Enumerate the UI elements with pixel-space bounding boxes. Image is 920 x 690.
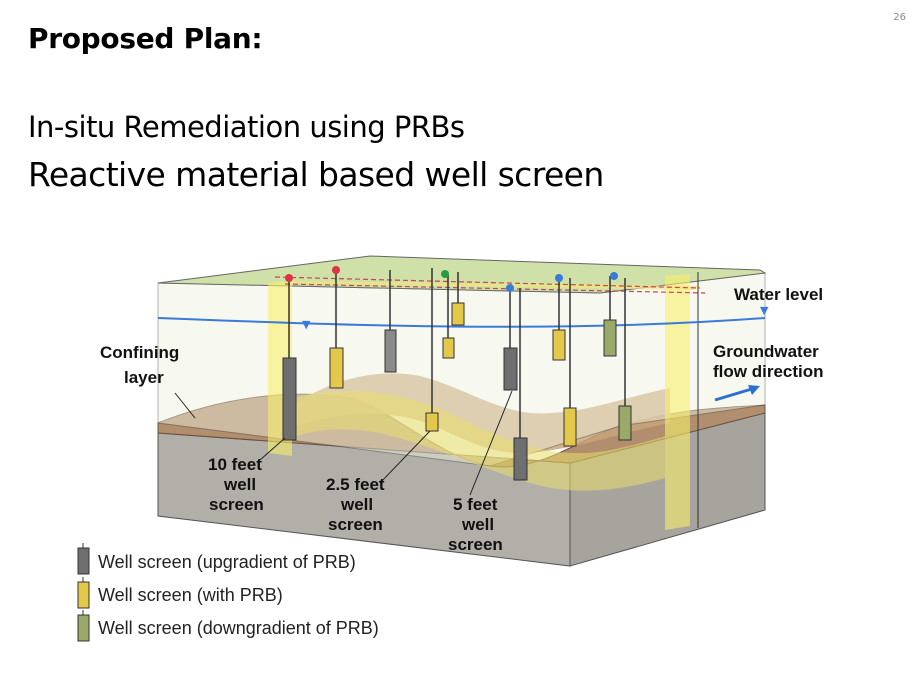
well-prb-3 bbox=[442, 274, 455, 359]
ground-surface bbox=[157, 255, 767, 294]
svg-text:Well screen (with PRB): Well screen (with PRB) bbox=[98, 585, 283, 605]
slide-title: Proposed Plan: bbox=[28, 22, 263, 55]
prb-plume bbox=[292, 390, 665, 491]
slide-subtitle-1: In-situ Remediation using PRBs bbox=[28, 110, 465, 144]
label-twofive-feet-3: screen bbox=[328, 515, 383, 534]
label-ten-feet-1: 10 feet bbox=[208, 455, 262, 474]
label-five-feet-1: 5 feet bbox=[453, 495, 498, 514]
well-downgradient-2 bbox=[618, 278, 632, 441]
well-downgradient-1 bbox=[603, 272, 618, 357]
slide-number: 26 bbox=[893, 12, 906, 23]
label-groundwater-2: flow direction bbox=[713, 362, 824, 381]
svg-text:▼: ▼ bbox=[760, 304, 769, 317]
well-upgradient-2 bbox=[384, 270, 397, 373]
svg-text:▼: ▼ bbox=[302, 318, 311, 331]
well-prb-2 bbox=[425, 268, 439, 432]
legend-item-with-prb: Well screen (with PRB) bbox=[77, 577, 283, 609]
label-twofive-feet-2: well bbox=[340, 495, 373, 514]
legend-item-upgradient: Well screen (upgradient of PRB) bbox=[77, 543, 356, 575]
label-water-level: Water level bbox=[734, 285, 823, 304]
label-groundwater-1: Groundwater bbox=[713, 342, 819, 361]
well-prb-6 bbox=[563, 278, 577, 447]
svg-text:Well screen (downgradient of P: Well screen (downgradient of PRB) bbox=[98, 618, 379, 638]
well-prb-5 bbox=[552, 274, 566, 361]
water-level-line bbox=[157, 317, 766, 328]
slide-subtitle-2: Reactive material based well screen bbox=[28, 155, 604, 194]
label-confining-1: Confining bbox=[100, 343, 179, 362]
legend: Well screen (upgradient of PRB) Well scr… bbox=[77, 543, 379, 642]
well-upgradient-4 bbox=[513, 288, 528, 481]
legend-item-downgradient: Well screen (downgradient of PRB) bbox=[77, 610, 379, 642]
label-confining-2: layer bbox=[124, 368, 164, 387]
prb-well-diagram: ▼ ▼ bbox=[77, 255, 824, 642]
well-prb-1 bbox=[329, 266, 344, 389]
label-five-feet-2: well bbox=[461, 515, 494, 534]
label-five-feet-3: screen bbox=[448, 535, 503, 554]
prb-top-strip bbox=[268, 281, 700, 290]
prb-wall-right bbox=[665, 274, 690, 530]
label-ten-feet-3: screen bbox=[209, 495, 264, 514]
svg-text:Well screen (upgradient of PRB: Well screen (upgradient of PRB) bbox=[98, 552, 356, 572]
well-upgradient-1 bbox=[282, 274, 297, 441]
well-prb-4 bbox=[441, 270, 465, 326]
label-twofive-feet-1: 2.5 feet bbox=[326, 475, 385, 494]
well-upgradient-3 bbox=[503, 284, 518, 391]
label-ten-feet-2: well bbox=[223, 475, 256, 494]
flow-arrow bbox=[714, 386, 756, 402]
